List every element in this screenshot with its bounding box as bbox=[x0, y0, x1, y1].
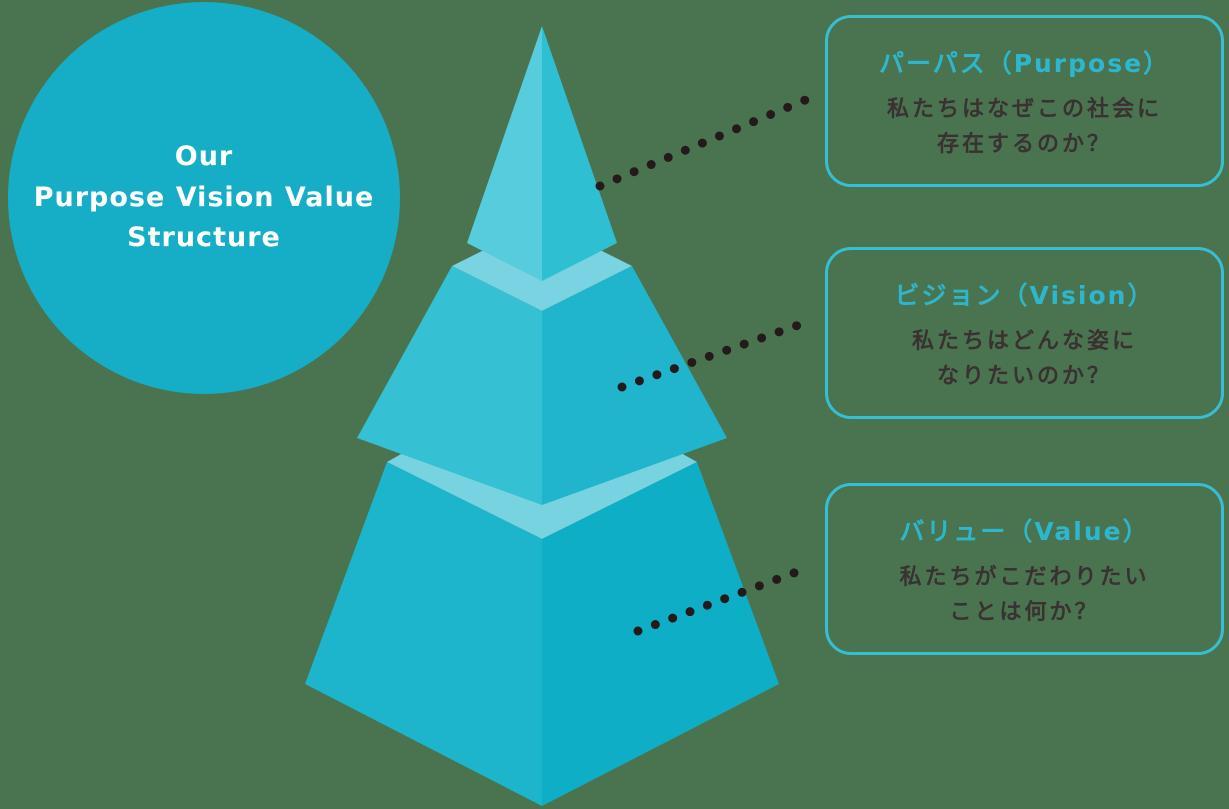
card-value-body-line-1: 私たちがこだわりたい bbox=[899, 564, 1150, 590]
pyramid-purpose-right-face bbox=[542, 26, 617, 281]
card-vision-body-line-2: なりたいのか？ bbox=[936, 364, 1112, 389]
badge-text: Our Purpose Vision Value Structure bbox=[34, 137, 375, 259]
pyramid-purpose-left-face bbox=[467, 26, 542, 281]
badge-line-3: Structure bbox=[127, 222, 281, 254]
connector-dots-vision bbox=[617, 316, 815, 392]
title-badge-circle: Our Purpose Vision Value Structure bbox=[8, 2, 400, 394]
pyramid-vision-left-face bbox=[357, 266, 542, 505]
card-vision-title: ビジョン（Vision） bbox=[894, 280, 1155, 310]
card-value: バリュー（Value） 私たちがこだわりたい ことは何か？ bbox=[825, 483, 1224, 655]
connector-dots-purpose bbox=[595, 93, 815, 191]
card-value-body-line-2: ことは何か？ bbox=[949, 600, 1100, 625]
card-purpose-body-line-2: 存在するのか？ bbox=[936, 132, 1112, 157]
card-vision: ビジョン（Vision） 私たちはどんな姿に なりたいのか？ bbox=[825, 247, 1224, 419]
pyramid-vision-right-face bbox=[542, 266, 727, 505]
card-purpose-title: パーパス（Purpose） bbox=[878, 48, 1171, 78]
pyramid-value-left-face bbox=[305, 462, 542, 806]
pyramid-value-right-face bbox=[542, 462, 779, 806]
connector-dots-value bbox=[633, 562, 815, 636]
badge-line-2: Purpose Vision Value bbox=[33, 181, 375, 213]
badge-line-1: Our bbox=[174, 141, 234, 173]
card-purpose-body-line-1: 私たちはなぜこの社会に bbox=[886, 96, 1162, 122]
card-vision-body-line-1: 私たちはどんな姿に bbox=[911, 328, 1137, 354]
card-purpose: パーパス（Purpose） 私たちはなぜこの社会に 存在するのか？ bbox=[825, 15, 1224, 187]
card-value-title: バリュー（Value） bbox=[899, 516, 1150, 546]
